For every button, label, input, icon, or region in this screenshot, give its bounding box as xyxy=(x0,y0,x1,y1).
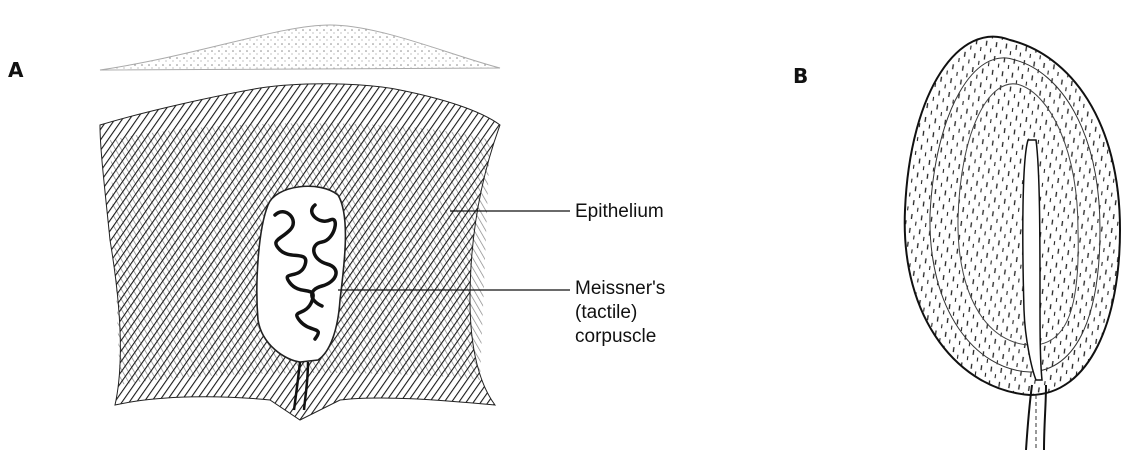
skin-surface xyxy=(100,25,500,70)
lamellated-corpuscle xyxy=(905,37,1120,450)
epithelium-label: Epithelium xyxy=(575,200,664,224)
meissner-corpuscle-label: Meissner's (tactile) corpuscle xyxy=(575,277,665,349)
